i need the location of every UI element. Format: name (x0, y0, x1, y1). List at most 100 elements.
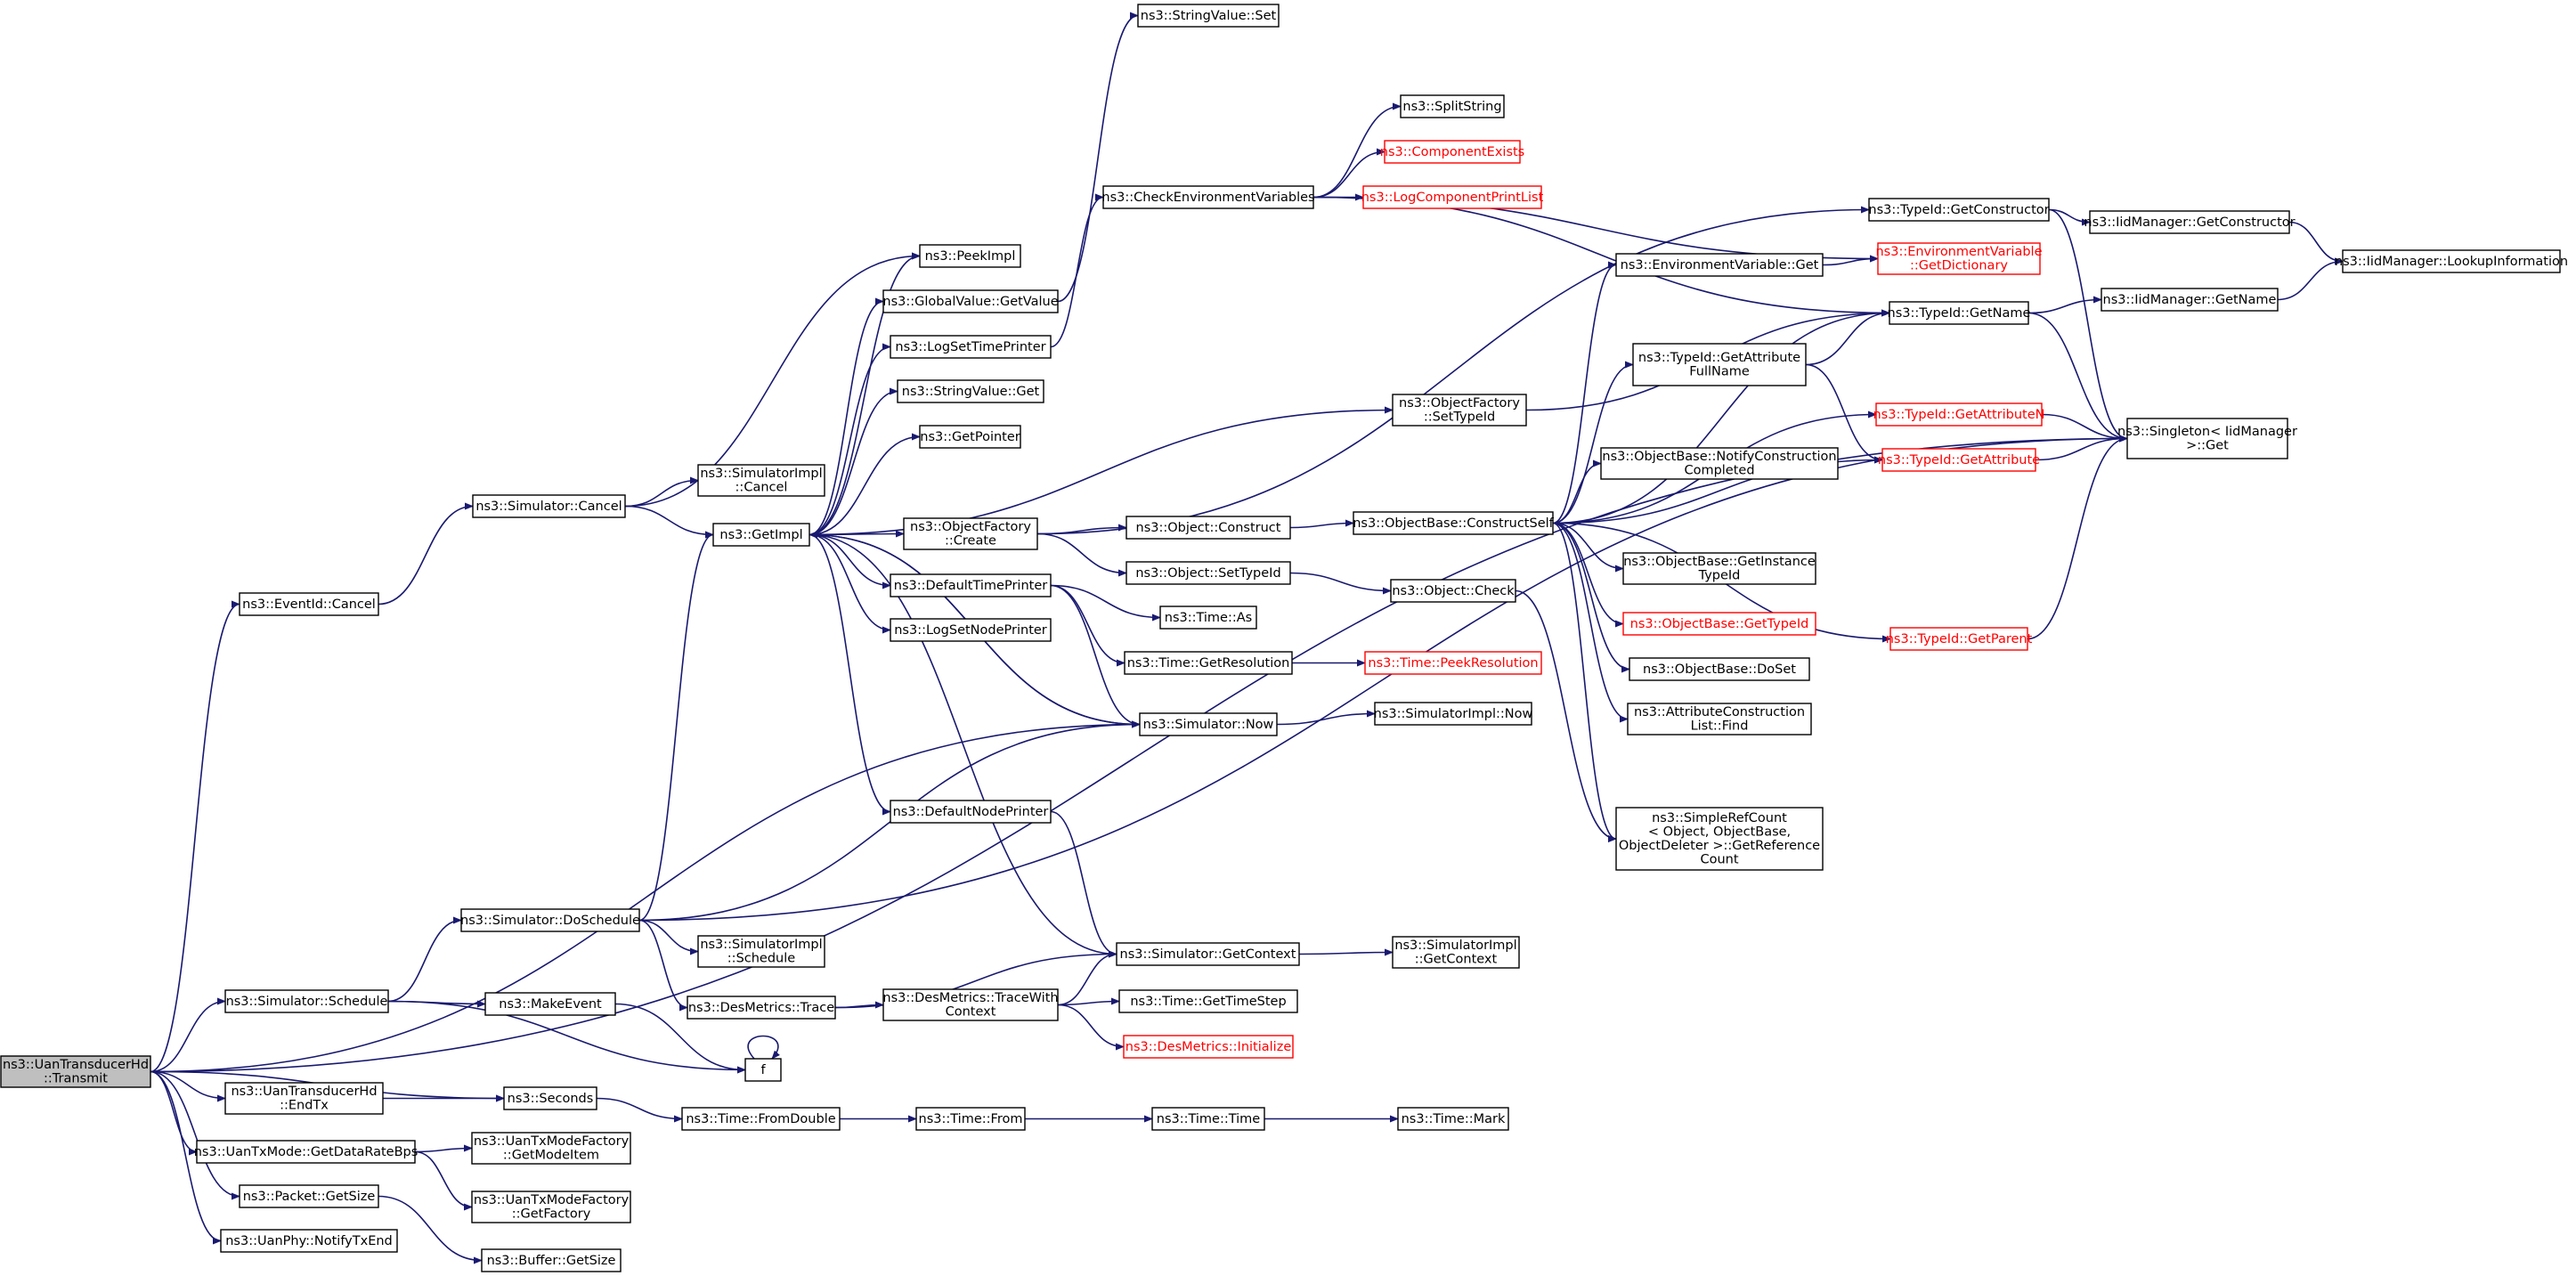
function-node-simplerefcount-getreferencecount[interactable]: ns3::SimpleRefCount< Object, ObjectBase,… (1615, 807, 1824, 871)
node-label: >::Get (2186, 439, 2229, 453)
function-node-sim-cancel[interactable]: ns3::Simulator::Cancel (472, 494, 626, 518)
function-node-packet-getsize[interactable]: ns3::Packet::GetSize (239, 1184, 379, 1208)
function-node-typeid-getname[interactable]: ns3::TypeId::GetName (1888, 301, 2031, 325)
call-edge-root-to-uan_endtx (150, 1070, 226, 1102)
function-node-eventid-cancel[interactable]: ns3::EventId::Cancel (239, 592, 379, 616)
node-label: ns3::Time::FromDouble (686, 1112, 835, 1126)
function-node-objectbase-doset[interactable]: ns3::ObjectBase::DoSet (1629, 657, 1810, 681)
function-node-uanphy-notify[interactable]: ns3::UanPhy::NotifyTxEnd (220, 1229, 398, 1253)
function-node-peekimpl[interactable]: ns3::PeekImpl (919, 244, 1021, 268)
function-node-sim-now[interactable]: ns3::Simulator::Now (1139, 712, 1278, 736)
function-node-root[interactable]: ns3::UanTransducerHd::Transmit (0, 1055, 151, 1088)
call-edge-desmetrics_tracewithcontext-to-time_gettimestep (1057, 997, 1120, 1006)
function-node-simimpl-schedule[interactable]: ns3::SimulatorImpl::Schedule (697, 935, 825, 968)
call-edge-typeid_getattribute-to-singleton_get (2035, 435, 2128, 461)
function-node-uan-endtx[interactable]: ns3::UanTransducerHd::EndTx (224, 1082, 384, 1115)
function-node-f[interactable]: f (744, 1058, 782, 1082)
function-node-uantxmodefactory-getmodeitem[interactable]: ns3::UanTxModeFactory::GetModeItem (471, 1132, 631, 1165)
node-label: ns3::SimulatorImpl (700, 467, 822, 481)
function-node-componentexists[interactable]: ns3::ComponentExists (1380, 140, 1525, 164)
function-node-iidmanager-lookupinformation[interactable]: ns3::IidManager::LookupInformation (2335, 249, 2568, 273)
function-node-buffer-getsize[interactable]: ns3::Buffer::GetSize (481, 1248, 622, 1272)
node-label: ns3::ComponentExists (1380, 145, 1525, 159)
node-box (890, 335, 1052, 359)
node-label: ns3::UanTxMode::GetDataRateBps (194, 1145, 418, 1159)
function-node-envvar-get[interactable]: ns3::EnvironmentVariable::Get (1615, 253, 1824, 277)
function-node-typeid-getattribute[interactable]: ns3::TypeId::GetAttribute (1878, 448, 2040, 472)
function-node-desmetrics-trace[interactable]: ns3::DesMetrics::Trace (687, 996, 836, 1020)
function-node-time-time[interactable]: ns3::Time::Time (1151, 1107, 1265, 1131)
function-node-txmode-getdatarate[interactable]: ns3::UanTxMode::GetDataRateBps (194, 1140, 418, 1164)
function-node-time-gettimestep[interactable]: ns3::Time::GetTimeStep (1118, 989, 1298, 1013)
function-node-typeid-getparent[interactable]: ns3::TypeId::GetParent (1886, 627, 2033, 651)
function-node-sim-getcontext[interactable]: ns3::Simulator::GetContext (1116, 942, 1300, 966)
node-box (882, 988, 1059, 1021)
function-node-simimpl-now[interactable]: ns3::SimulatorImpl::Now (1374, 702, 1533, 726)
function-node-time-from[interactable]: ns3::Time::From (915, 1107, 1026, 1131)
node-label: ns3::DefaultNodePrinter (893, 805, 1049, 819)
node-label: ns3::TypeId::GetName (1888, 306, 2031, 321)
function-node-objectbase-gettypeid[interactable]: ns3::ObjectBase::GetTypeId (1622, 612, 1816, 636)
node-label: ns3::SimpleRefCount (1652, 811, 1787, 825)
call-edge-sim_doschedule-to-sim_now (638, 720, 1141, 922)
function-node-simimpl-getcontext[interactable]: ns3::SimulatorImpl::GetContext (1392, 936, 1520, 969)
function-node-stringvalue-set[interactable]: ns3::StringValue::Set (1137, 4, 1280, 28)
function-node-desmetrics-initialize[interactable]: ns3::DesMetrics::Initialize (1123, 1035, 1294, 1059)
node-box (1622, 612, 1816, 636)
node-box (1102, 185, 1314, 209)
function-node-iidmanager-getname[interactable]: ns3::IidManager::GetName (2101, 288, 2279, 312)
function-node-time-as[interactable]: ns3::Time::As (1159, 605, 1257, 630)
call-edge-makeevent-to-f (614, 1003, 746, 1074)
node-label: ::GetModeItem (503, 1149, 599, 1163)
call-edge-desmetrics_tracewithcontext-to-sim_getcontext (1057, 950, 1117, 1006)
function-node-singleton-get[interactable]: ns3::Singleton< IidManager>::Get (2117, 418, 2297, 459)
function-node-typeid-getconstructor[interactable]: ns3::TypeId::GetConstructor (1868, 198, 2050, 222)
function-node-stringvalue-get[interactable]: ns3::StringValue::Get (897, 379, 1044, 403)
function-node-objectbase-constructself[interactable]: ns3::ObjectBase::ConstructSelf (1353, 511, 1555, 535)
function-node-defaulttimeprinter[interactable]: ns3::DefaultTimePrinter (890, 573, 1052, 597)
function-node-iidmanager-getconstructor[interactable]: ns3::IidManager::GetConstructor (2084, 210, 2296, 234)
function-node-time-fromdouble[interactable]: ns3::Time::FromDouble (681, 1107, 841, 1131)
function-node-globalvalue-getvalue[interactable]: ns3::GlobalValue::GetValue (882, 289, 1059, 313)
function-node-logcomponentprintlist[interactable]: ns3::LogComponentPrintList (1361, 185, 1544, 209)
node-box (2126, 418, 2288, 459)
function-node-objectfactory-create[interactable]: ns3::ObjectFactory::Create (903, 517, 1038, 550)
node-label: List::Find (1691, 719, 1749, 734)
function-node-simimpl-cancel[interactable]: ns3::SimulatorImpl::Cancel (697, 464, 825, 497)
function-node-typeid-getattributen[interactable]: ns3::TypeId::GetAttributeN (1873, 402, 2045, 427)
node-box (471, 1191, 631, 1223)
function-node-splitstring[interactable]: ns3::SplitString (1400, 94, 1505, 118)
function-node-sim-doschedule[interactable]: ns3::Simulator::DoSchedule (460, 908, 640, 932)
function-node-object-check[interactable]: ns3::Object::Check (1390, 579, 1516, 603)
function-node-object-settypeid[interactable]: ns3::Object::SetTypeId (1125, 561, 1291, 585)
node-box (1362, 185, 1542, 209)
function-node-defaultnodeprinter[interactable]: ns3::DefaultNodePrinter (890, 800, 1052, 824)
node-box (687, 996, 836, 1020)
function-node-time-getresolution[interactable]: ns3::Time::GetResolution (1124, 651, 1293, 675)
function-node-checkenvvars[interactable]: ns3::CheckEnvironmentVariables (1101, 185, 1315, 209)
function-node-seconds[interactable]: ns3::Seconds (503, 1086, 597, 1110)
node-box (882, 289, 1059, 313)
function-node-sim-schedule[interactable]: ns3::Simulator::Schedule (224, 989, 389, 1013)
function-node-logsetnodeprinter[interactable]: ns3::LogSetNodePrinter (890, 618, 1052, 642)
function-node-envvar-getdictionary[interactable]: ns3::EnvironmentVariable::GetDictionary (1875, 242, 2043, 275)
function-node-makeevent[interactable]: ns3::MakeEvent (484, 992, 616, 1016)
function-node-objectfactory-settypeid[interactable]: ns3::ObjectFactory::SetTypeId (1392, 394, 1527, 427)
call-edge-globalvalue_getvalue-to-stringvalue_set (1057, 12, 1139, 303)
function-node-time-peekresolution[interactable]: ns3::Time::PeekResolution (1364, 651, 1542, 675)
function-node-uantxmodefactory-getfactory[interactable]: ns3::UanTxModeFactory::GetFactory (471, 1191, 631, 1223)
node-box (890, 573, 1052, 597)
function-node-time-mark[interactable]: ns3::Time::Mark (1397, 1107, 1509, 1131)
function-node-getpointer[interactable]: ns3::GetPointer (919, 425, 1021, 449)
function-node-logsettimeprinter[interactable]: ns3::LogSetTimePrinter (890, 335, 1052, 359)
function-node-getimpl[interactable]: ns3::GetImpl (712, 523, 810, 547)
function-node-object-construct[interactable]: ns3::Object::Construct (1125, 516, 1291, 540)
function-node-objectbase-notifyconstructioncompleted[interactable]: ns3::ObjectBase::NotifyConstructionCompl… (1600, 447, 1839, 480)
call-nodes: ns3::UanTransducerHd::Transmit ns3::Event… (0, 4, 2568, 1272)
call-edge-sim_schedule-to-f (387, 1000, 746, 1074)
call-edge-getimpl-to-defaultnodeprinter (809, 533, 891, 816)
